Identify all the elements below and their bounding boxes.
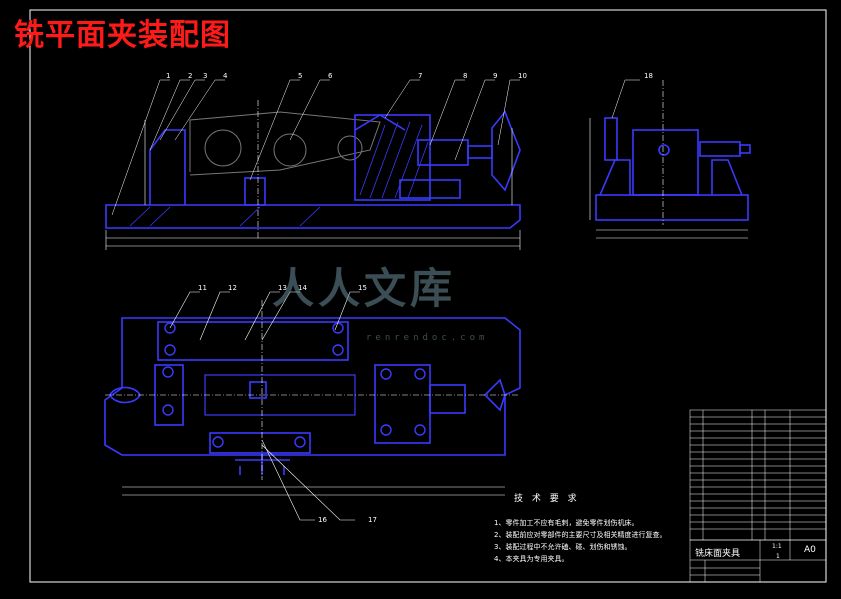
part-label-1: 1 — [166, 72, 170, 80]
guide-block — [399, 179, 461, 199]
watermark: 人人文库 — [272, 264, 457, 313]
part-label-7: 7 — [418, 72, 422, 80]
part-label-17: 17 — [368, 516, 377, 524]
part-label-8: 8 — [463, 72, 467, 80]
top-handle — [235, 453, 290, 475]
handwheel — [491, 110, 521, 192]
top-pin — [249, 381, 267, 399]
tech-requirements-heading: 技 术 要 求 — [514, 494, 580, 504]
bore-2 — [273, 133, 307, 167]
top-bottom-clamp — [209, 432, 311, 454]
top-clamp-bar — [157, 321, 349, 361]
top-view-bolts — [162, 322, 426, 448]
screw-housing — [417, 139, 469, 166]
tech-requirement-3: 3、装配过程中不允许磕、碰、划伤和锈蚀。 — [494, 543, 632, 551]
part-label-10: 10 — [518, 72, 527, 80]
side-base — [595, 194, 749, 221]
side-view — [595, 117, 751, 221]
bore-1 — [204, 129, 242, 167]
part-label-13: 13 — [278, 284, 287, 292]
part-label-4: 4 — [223, 72, 228, 80]
watermark-url: renrendoc.com — [366, 333, 489, 343]
front-view-hatch — [129, 121, 429, 227]
side-view-dims — [589, 79, 748, 239]
title-block-name: 铣床面夹具 — [695, 549, 741, 559]
drawing-border — [29, 9, 827, 583]
side-block — [632, 129, 699, 196]
front-view-dims — [105, 100, 521, 250]
v-block — [354, 114, 431, 201]
side-rib-left — [599, 159, 631, 196]
top-view — [104, 317, 521, 475]
part-label-6: 6 — [328, 72, 333, 80]
bore-3 — [337, 135, 363, 161]
part-label-11: 11 — [198, 284, 207, 292]
top-view-dims — [105, 291, 520, 521]
part-label-2: 2 — [188, 72, 192, 80]
side-rib-right — [711, 159, 743, 196]
tech-requirement-4: 4、本夹具为专用夹具。 — [494, 555, 569, 563]
bom-table — [689, 409, 827, 541]
tech-requirement-1: 1、零件加工不应有毛刺，避免零件划伤机床。 — [494, 519, 639, 527]
leaders-top — [111, 79, 520, 216]
part-label-18: 18 — [644, 72, 653, 80]
part-label-16: 16 — [318, 516, 327, 524]
part-label-14: 14 — [298, 284, 307, 292]
title-block-lines — [689, 539, 827, 583]
front-view — [105, 110, 521, 229]
side-bore — [658, 144, 670, 156]
side-screw — [699, 141, 741, 157]
part-label-5: 5 — [298, 72, 302, 80]
side-screw-tip — [739, 144, 751, 154]
workpiece — [189, 111, 381, 176]
left-support — [149, 129, 186, 205]
part-label-3: 3 — [203, 72, 207, 80]
part-label-12: 12 — [228, 284, 237, 292]
tech-requirement-2: 2、装配前应对零部件的主要尺寸及相关精度进行复查。 — [494, 531, 667, 539]
top-vblock — [374, 364, 431, 444]
base-plate — [105, 204, 521, 229]
title-block-scale: 1:1 — [772, 543, 782, 550]
screw-shaft — [467, 145, 493, 159]
title-block-qty: 1 — [776, 553, 780, 560]
side-handwheel — [604, 117, 618, 161]
part-label-9: 9 — [493, 72, 497, 80]
part-label-15: 15 — [358, 284, 367, 292]
top-screw — [429, 384, 466, 414]
title-block-sheet: A0 — [804, 545, 816, 555]
drawing-title: 铣平面夹装配图 — [14, 18, 231, 53]
locating-pin — [244, 177, 266, 206]
